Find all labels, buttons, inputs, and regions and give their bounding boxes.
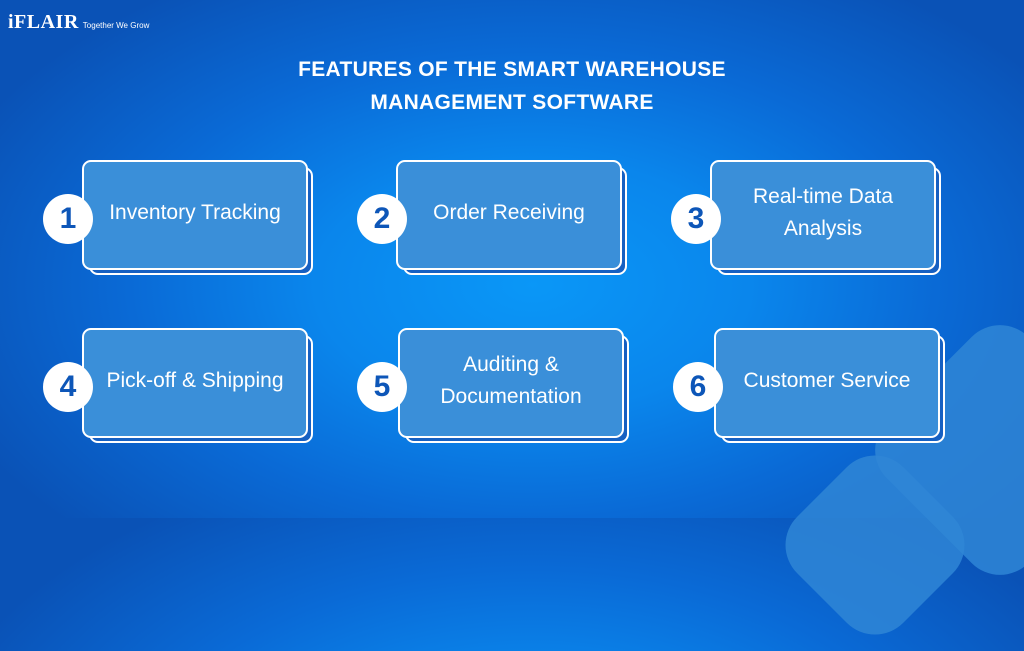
feature-label: Auditing & Documentation: [398, 328, 624, 438]
title-line-1: FEATURES OF THE SMART WAREHOUSE: [298, 58, 726, 81]
feature-card-2: Order Receiving: [396, 160, 628, 276]
logo-wordmark: iFLAIR: [8, 11, 79, 33]
number-badge-2: 2: [357, 194, 407, 244]
number-badge-1: 1: [43, 194, 93, 244]
feature-label: Real-time Data Analysis: [710, 160, 936, 270]
feature-card-3: Real-time Data Analysis: [710, 160, 942, 276]
feature-label: Pick-off & Shipping: [82, 328, 308, 438]
feature-label: Inventory Tracking: [82, 160, 308, 270]
page-title: FEATURES OF THE SMART WAREHOUSE MANAGEME…: [0, 53, 1024, 119]
feature-card-6: Customer Service: [714, 328, 946, 444]
brand-logo: iFLAIR Together We Grow: [8, 11, 149, 34]
feature-card-5: Auditing & Documentation: [398, 328, 630, 444]
number-badge-4: 4: [43, 362, 93, 412]
number-badge-5: 5: [357, 362, 407, 412]
feature-card-4: Pick-off & Shipping: [82, 328, 314, 444]
feature-card-1: Inventory Tracking: [82, 160, 314, 276]
feature-label: Customer Service: [714, 328, 940, 438]
feature-label: Order Receiving: [396, 160, 622, 270]
logo-tagline: Together We Grow: [82, 21, 150, 30]
number-badge-3: 3: [671, 194, 721, 244]
title-line-2: MANAGEMENT SOFTWARE: [370, 91, 654, 114]
number-badge-6: 6: [673, 362, 723, 412]
